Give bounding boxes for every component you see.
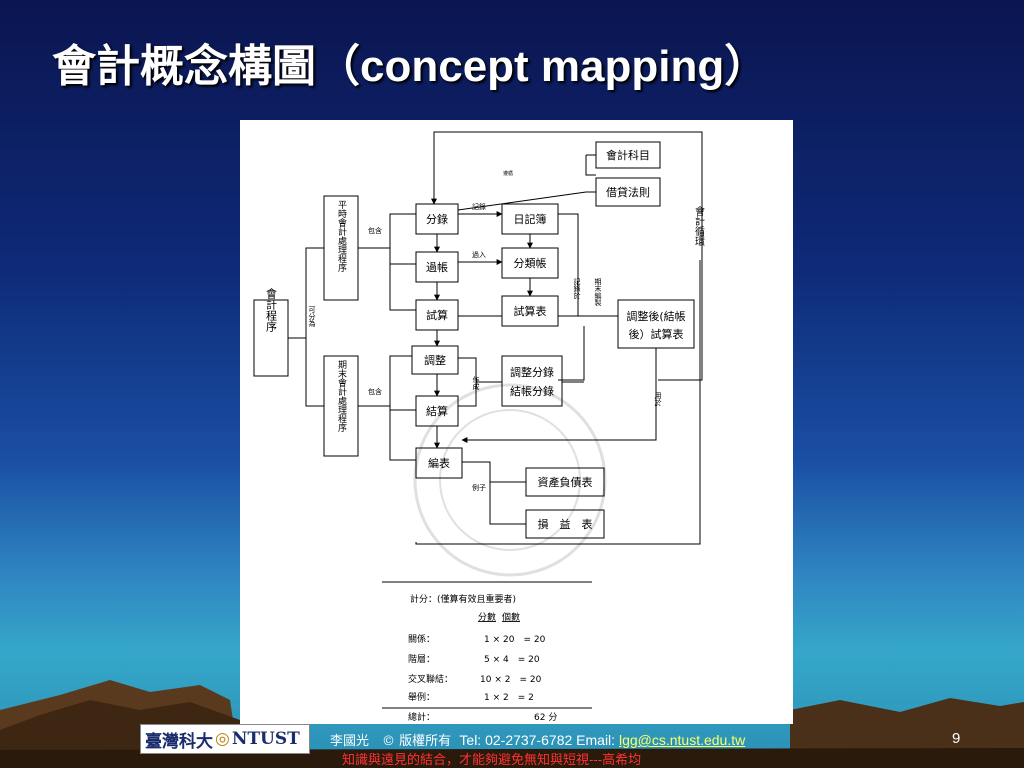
label-used-for: 用於 xyxy=(654,392,662,407)
node-posting: 過帳 xyxy=(426,260,448,274)
scoring-total-value: 62 分 xyxy=(534,712,557,723)
label-record-in: 記錄於 xyxy=(573,277,581,300)
footer-copyright: 李國光 © 版權所有 Tel: 02-2737-6782 Email: lgg@… xyxy=(330,730,745,749)
logo-text-right: NTUST xyxy=(231,729,300,749)
node-adj-closing-box xyxy=(501,355,563,407)
node-trial: 試算 xyxy=(426,308,448,322)
scoring-col-score: 分數 xyxy=(478,611,496,623)
label-includes-1: 包含 xyxy=(368,226,382,235)
node-routine-procedure: 平時會計處理程序 xyxy=(336,200,347,273)
node-closing: 結算 xyxy=(426,404,448,418)
scoring-row-label: 交叉聯結： xyxy=(408,673,453,685)
node-closing-entries: 結帳分錄 xyxy=(510,384,554,398)
scoring-col-count: 個數 xyxy=(502,611,520,623)
page-number: 9 xyxy=(952,730,961,747)
footer-quote: 知識與遠見的結合，才能夠避免無知與短視---高希均 xyxy=(342,753,642,768)
scoring-row-calc: 10 × 2 = 20 xyxy=(480,675,542,685)
node-trial-balance: 試算表 xyxy=(514,304,547,318)
node-period-end-procedure: 期末會計處理程序 xyxy=(336,360,347,433)
node-journal-entry: 分錄 xyxy=(426,212,448,226)
logo-mark-icon: ◎ xyxy=(215,729,230,749)
node-balance-sheet: 資產負債表 xyxy=(538,475,593,489)
footer-author: 李國光 © 版權所有 xyxy=(330,734,452,749)
label-record: 記錄 xyxy=(472,202,486,211)
label-make: 作成 xyxy=(472,375,480,391)
node-debit-credit-rules: 借貸法則 xyxy=(606,185,650,199)
scoring-row-label: 關係： xyxy=(408,634,435,645)
label-divisible: 可分為 xyxy=(308,306,316,328)
label-transfer: 過入 xyxy=(472,250,486,259)
node-ledger: 分類帳 xyxy=(514,256,547,270)
concept-map-panel: 會計科目 借貸法則 分錄 日記簿 過帳 分類帳 試算 試算表 調整 調整分錄 結… xyxy=(240,120,793,724)
node-adjusted-trial-balance-1: 調整後(結帳 xyxy=(626,309,685,323)
label-top-small: 遵循 xyxy=(503,170,513,177)
node-adjust: 調整 xyxy=(424,353,446,367)
scoring-header: 計分：(僅算有效且重要者) xyxy=(410,593,516,605)
node-accounting-cycle: 會計循環 xyxy=(693,205,705,247)
link-labels: 可分為 包含 包含 記錄 過入 作成 記錄於 期末編製 用於 例子 遵循 xyxy=(308,170,662,492)
title-close: ） xyxy=(724,41,769,92)
node-income-statement: 損 益 表 xyxy=(538,517,593,531)
label-includes-2: 包含 xyxy=(368,387,382,396)
concept-map-diagram: 會計科目 借貸法則 分錄 日記簿 過帳 分類帳 試算 試算表 調整 調整分錄 結… xyxy=(253,131,705,723)
node-adj-entries: 調整分錄 xyxy=(510,365,554,379)
node-adjusted-trial-balance-2: 後）試算表 xyxy=(629,327,684,341)
label-period-end-compile: 期末編製 xyxy=(594,278,602,307)
scoring-row-label: 階層： xyxy=(408,654,435,665)
title-zh: 會計概念構圖（ xyxy=(52,41,360,92)
scoring-total-label: 總計： xyxy=(408,711,435,723)
label-example: 例子 xyxy=(472,483,486,492)
university-seal-watermark xyxy=(413,383,607,577)
node-compile: 編表 xyxy=(428,456,450,470)
page-title: 會計概念構圖（concept mapping） xyxy=(52,30,768,94)
scoring-row-calc: 1 × 2 = 2 xyxy=(484,693,534,703)
scoring-row-calc: 5 × 4 = 20 xyxy=(484,655,540,665)
scoring-row-label: 舉例： xyxy=(408,691,435,703)
footer-email-link[interactable]: lgg@cs.ntust.edu.tw xyxy=(618,732,746,748)
scoring-row-calc: 1 × 20 = 20 xyxy=(484,635,546,645)
ntust-logo: 臺灣科大◎NTUST xyxy=(140,724,310,754)
node-journal: 日記簿 xyxy=(514,212,547,226)
title-en: concept mapping xyxy=(360,42,725,91)
logo-text-left: 臺灣科大 xyxy=(145,731,213,752)
scoring-table: 計分：(僅算有效且重要者) 分數 個數 關係： 1 × 20 = 20 階層： … xyxy=(382,581,592,723)
node-texts: 會計科目 借貸法則 分錄 日記簿 過帳 分類帳 試算 試算表 調整 調整分錄 結… xyxy=(265,148,705,531)
node-accounting-procedure: 會計程序 xyxy=(265,287,278,333)
node-accounting-subjects: 會計科目 xyxy=(606,148,650,162)
connector-lines xyxy=(288,131,703,545)
footer-contact: Tel: 02-2737-6782 Email: xyxy=(459,732,619,748)
